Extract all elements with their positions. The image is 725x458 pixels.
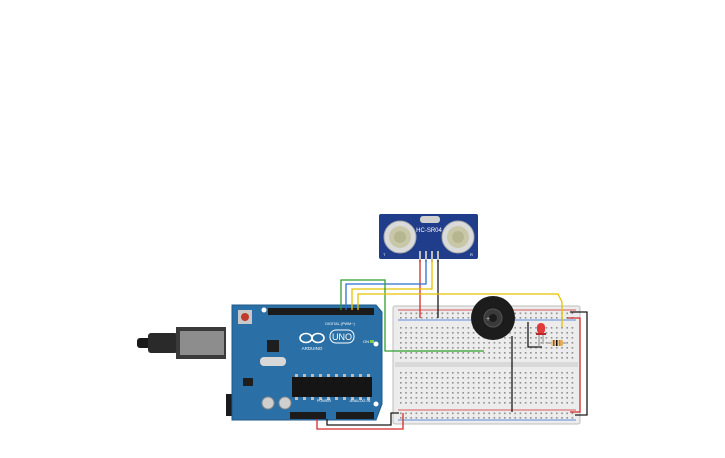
transducer-left-icon bbox=[383, 220, 417, 254]
resistor[interactable] bbox=[547, 340, 566, 346]
piezo-buzzer[interactable]: + bbox=[471, 296, 515, 340]
wire-green bbox=[340, 279, 484, 352]
red-led[interactable] bbox=[536, 323, 546, 347]
arduino-brand-label: ARDUINO bbox=[302, 346, 323, 351]
sensor-right-mark: R bbox=[470, 252, 473, 257]
wire-rail-red-right bbox=[567, 317, 581, 413]
sensor-left-mark: T bbox=[383, 252, 386, 257]
wire-echo bbox=[351, 260, 433, 310]
analog-header-label: ANALOG IN bbox=[350, 399, 371, 403]
arduino-logo-icon bbox=[299, 332, 325, 344]
wire-yellow-led bbox=[357, 293, 563, 327]
wire-rail-black-right bbox=[570, 311, 588, 416]
digital-header-label: DIGITAL (PWM~) bbox=[325, 322, 355, 326]
ultrasonic-sensor[interactable]: HC-SR04 T R bbox=[379, 214, 478, 262]
breadboard[interactable] bbox=[392, 305, 581, 425]
wires[interactable] bbox=[316, 260, 588, 430]
power-on-label: ON bbox=[363, 339, 369, 344]
arduino-model-label: UNO bbox=[332, 332, 352, 342]
transducer-right-icon bbox=[441, 220, 475, 254]
sensor-model-label: HC-SR04 bbox=[416, 228, 442, 234]
power-header-label: POWER bbox=[317, 399, 332, 403]
arduino-uno-board[interactable]: ARDUINO UNO DIGITAL (PWM~) POWER ANALOG … bbox=[137, 304, 383, 421]
wire-5v bbox=[316, 413, 404, 430]
wire-led-gnd bbox=[527, 322, 542, 348]
wire-gnd bbox=[326, 412, 399, 426]
svg-text:+: + bbox=[486, 316, 490, 323]
wire-trig bbox=[345, 260, 427, 310]
